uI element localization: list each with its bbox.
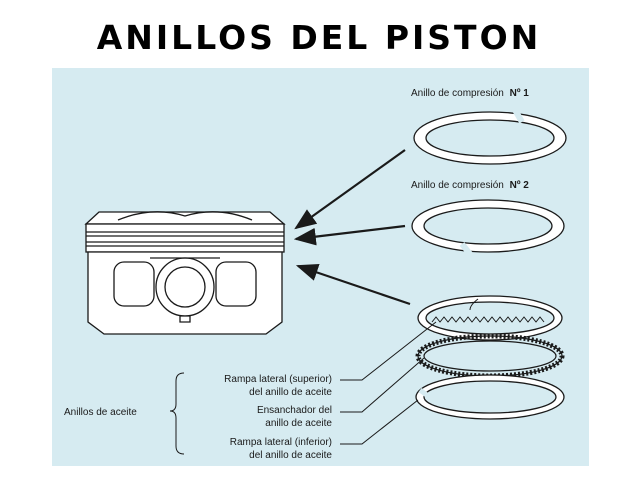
oil-ring-lower-rail — [415, 374, 565, 420]
label-ring-2: Anillo de compresión Nº 2 — [411, 180, 529, 191]
oil-ring-expander — [415, 333, 565, 379]
oil-rings-brace — [169, 372, 185, 455]
arrow-ring-2 — [293, 224, 406, 246]
compression-ring-1 — [413, 108, 567, 165]
arrow-oil-ring — [295, 264, 411, 306]
oil-ring-serration — [431, 316, 545, 323]
piston — [84, 211, 286, 335]
label-upper-rail-line1: Rampa lateral (superior) — [224, 374, 332, 385]
compression-ring-2 — [411, 199, 565, 256]
label-expander-line2: anillo de aceite — [265, 418, 332, 429]
leader-lines — [340, 321, 437, 445]
label-lower-rail-line2: del anillo de aceite — [249, 450, 332, 461]
page-title: ANILLOS DEL PISTON — [96, 18, 542, 57]
label-upper-rail-line2: del anillo de aceite — [249, 387, 332, 398]
label-oil-rings: Anillos de aceite — [64, 407, 137, 418]
label-ring-1: Anillo de compresión Nº 1 — [411, 88, 529, 99]
oil-ring-upper-rail — [417, 295, 563, 341]
arrow-ring-1 — [294, 149, 406, 230]
label-lower-rail-line1: Rampa lateral (inferior) — [230, 437, 332, 448]
label-expander-line1: Ensanchador del — [257, 405, 332, 416]
